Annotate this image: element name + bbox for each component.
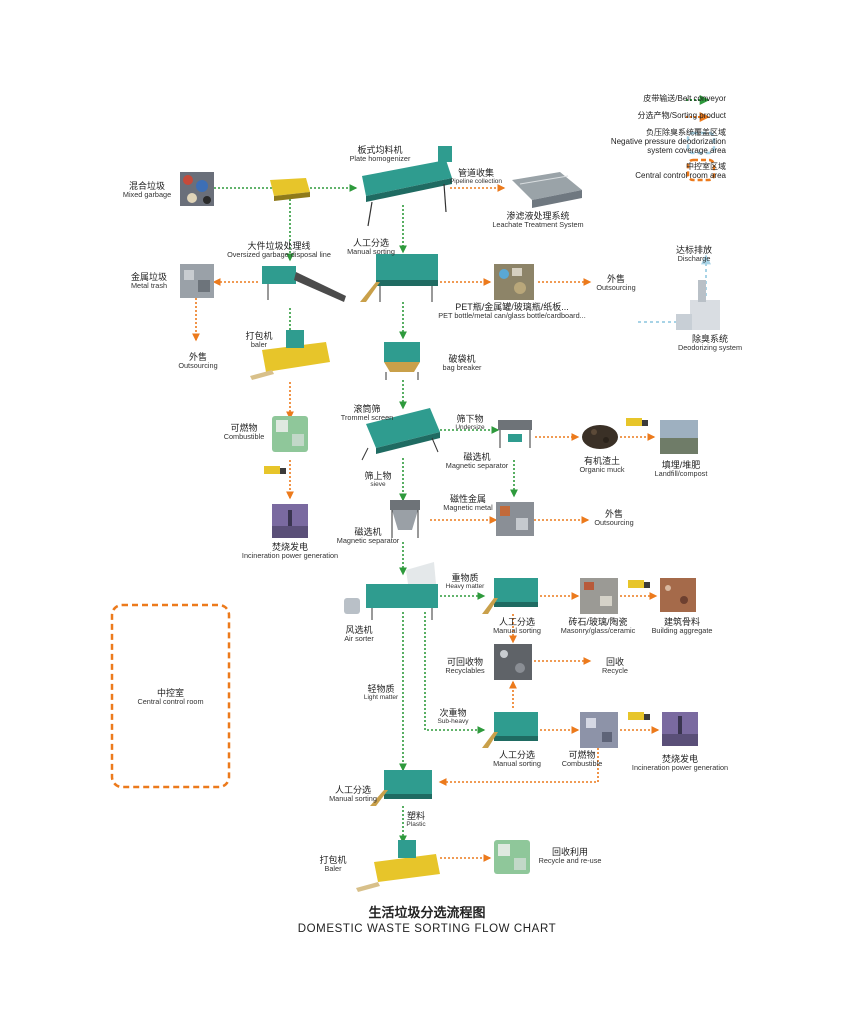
building-aggregate-photo: [660, 578, 696, 612]
chart-title-en: DOMESTIC WASTE SORTING FLOW CHART: [297, 923, 557, 935]
landfill-photo: [660, 420, 698, 454]
legend-belt-conveyor: 皮带输送/Belt conveyor: [643, 94, 726, 103]
sorting-product-lines: [192, 184, 660, 862]
legend-control-zh: 中控室区域: [686, 162, 726, 171]
chart-title-zh: 生活垃圾分选流程图: [368, 905, 486, 920]
pet-bottle-photo: [494, 264, 534, 300]
belt-conveyor-lines: [214, 184, 518, 844]
recycle-bale: [494, 840, 530, 874]
magnetic-separator-1-machine: [498, 420, 532, 448]
control-zone-swatch: [686, 158, 716, 182]
plate-homogenizer-machine: [362, 146, 452, 227]
bag-breaker-machine: [384, 342, 420, 380]
magnetic-metal-photo: [496, 502, 534, 536]
truck-icon-2: [626, 418, 648, 426]
legend-swatches: [686, 95, 716, 182]
masonry-photo: [580, 578, 618, 614]
deodorizing-equipment: [676, 280, 720, 330]
legend-control-zone: 中控室区域 Central control room area: [635, 162, 726, 180]
belt-airsorter-subheavy: [424, 612, 486, 734]
truck-icon-3: [628, 580, 650, 588]
label-pet-bottle: PET瓶/金属罐/玻璃瓶/纸板...PET bottle/metal can/g…: [438, 302, 586, 321]
baler-2-machine: [356, 840, 440, 892]
legend-control-en: Central control room area: [635, 171, 726, 181]
deodor-zone-swatch: [686, 131, 716, 155]
legend-deodor-en1: Negative pressure deodorization: [610, 137, 726, 147]
feeder-machine: [270, 178, 310, 201]
legend-deodor-zh: 负压除臭系统覆盖区域: [646, 128, 726, 137]
combustible-bale-1: [272, 416, 308, 452]
combustible-photo-2: [580, 712, 618, 748]
recyclables-photo: [494, 644, 532, 680]
baler-1-machine: [250, 330, 330, 380]
trommel-screen-machine: [361, 408, 440, 461]
manual-sorting-2-machine: [482, 578, 538, 614]
legend-deodor-zone: 负压除臭系统覆盖区域 Negative pressure deodorizati…: [611, 128, 726, 156]
legend-deodor-en2: system coverage area: [647, 146, 726, 156]
mixed-garbage-photo: [180, 172, 214, 206]
manual-sorting-1-machine: [360, 254, 438, 302]
organic-muck-photo: [582, 425, 618, 449]
incineration-photo-1: [272, 504, 308, 538]
oversized-line-machine: [262, 266, 346, 302]
manual-sorting-4-machine: [370, 770, 432, 806]
manual-sorting-3-machine: [482, 712, 538, 748]
truck-icon-4: [628, 712, 650, 720]
truck-icon-1: [264, 466, 286, 474]
leachate-system: [512, 172, 582, 208]
air-sorter-machine: [344, 562, 438, 620]
incineration-photo-2: [662, 712, 698, 746]
magnetic-separator-2-machine: [390, 500, 420, 538]
control-room-zone: [110, 603, 231, 789]
product-combustible-to-sorting4: [438, 748, 599, 786]
metal-trash-photo: [180, 264, 214, 298]
legend-sorting-product: 分选产物/Sorting product: [637, 111, 726, 120]
